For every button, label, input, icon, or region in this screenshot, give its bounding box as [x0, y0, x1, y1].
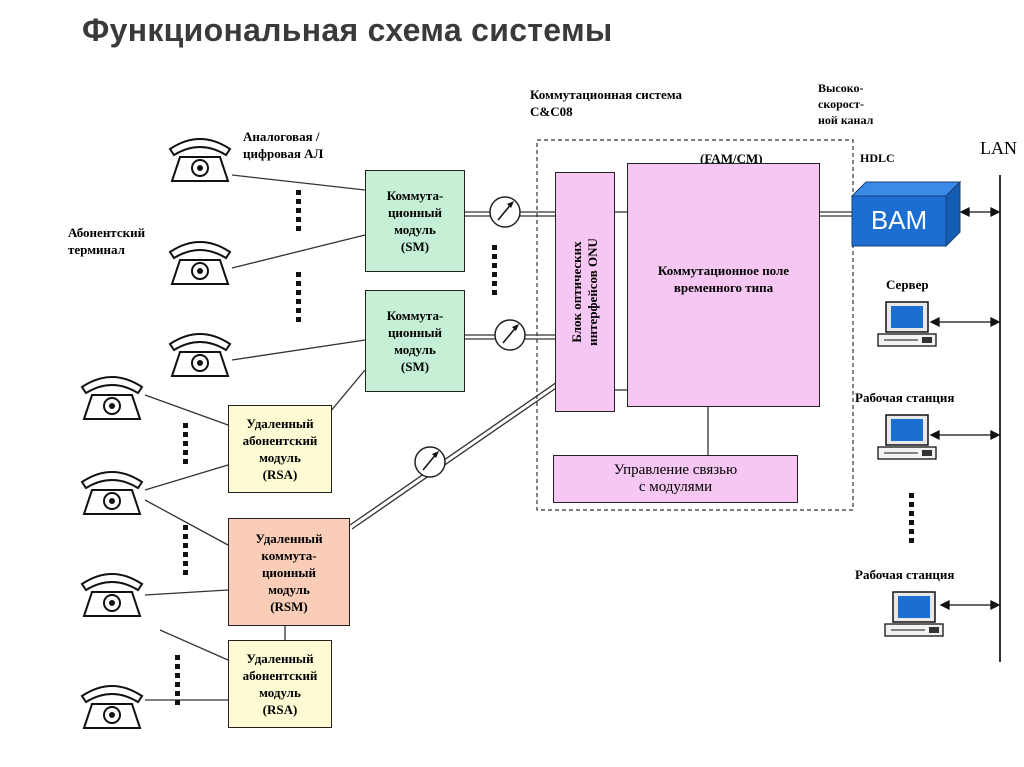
- fam-cm-label: (FAM/CM): [700, 151, 763, 166]
- switching-system-frame: [536, 139, 854, 511]
- workstation-1-computer-icon: [877, 414, 937, 460]
- analog-digital-line-label: Аналоговая / цифровая АЛ: [243, 129, 324, 161]
- workstation-2-computer-icon: [884, 591, 944, 637]
- remote-subscriber-module-rsa-2: Удаленный абонентский модуль (RSA): [228, 640, 332, 728]
- optical-gauge-3-icon: [414, 446, 446, 478]
- server-label: Сервер: [886, 277, 929, 292]
- telephone-1-icon: [169, 138, 231, 182]
- ellipsis-dots-6: [175, 655, 181, 709]
- optical-gauge-2-icon: [494, 319, 526, 351]
- telephone-7-icon: [81, 685, 143, 729]
- switching-system-label: Коммутационная система C&C08: [530, 87, 682, 119]
- workstation-1-label: Рабочая станция: [855, 390, 955, 405]
- telephone-4-icon: [81, 376, 143, 420]
- bam-server-icon: [850, 180, 962, 248]
- telephone-3-icon: [169, 333, 231, 377]
- switching-module-sm-1: Коммута- ционный модуль (SM): [365, 170, 465, 272]
- onu-optical-interface-block: Блок оптических интерфейсов ONU: [555, 172, 615, 412]
- switching-module-sm-2: Коммута- ционный модуль (SM): [365, 290, 465, 392]
- bam-label: BAM: [870, 205, 928, 235]
- highspeed-channel-label: Высоко- скорост- ной канал: [818, 81, 874, 127]
- time-switching-field: Коммутационное поле временного типа: [627, 163, 820, 407]
- ellipsis-dots-1: [296, 190, 302, 235]
- server-computer-icon: [877, 301, 937, 347]
- workstation-2-label: Рабочая станция: [855, 567, 955, 582]
- subscriber-terminal-label: Абонентский терминал: [68, 225, 146, 257]
- module-communication-control: Управление связью с модулями: [553, 455, 798, 503]
- remote-subscriber-module-rsa-1: Удаленный абонентский модуль (RSA): [228, 405, 332, 493]
- ellipsis-dots-7: [909, 493, 915, 547]
- page-title: Функциональная схема системы: [82, 12, 613, 48]
- lan-label: LAN: [980, 138, 1017, 158]
- telephone-2-icon: [169, 241, 231, 285]
- ellipsis-dots-4: [183, 423, 189, 468]
- hdlc-label: HDLC: [860, 151, 895, 165]
- optical-gauge-1-icon: [489, 196, 521, 228]
- ellipsis-dots-5: [183, 525, 189, 579]
- telephone-5-icon: [81, 471, 143, 515]
- telephone-6-icon: [81, 573, 143, 617]
- ellipsis-dots-2: [296, 272, 302, 326]
- remote-switching-module-rsm: Удаленный коммута- ционный модуль (RSM): [228, 518, 350, 626]
- ellipsis-dots-3: [492, 245, 498, 299]
